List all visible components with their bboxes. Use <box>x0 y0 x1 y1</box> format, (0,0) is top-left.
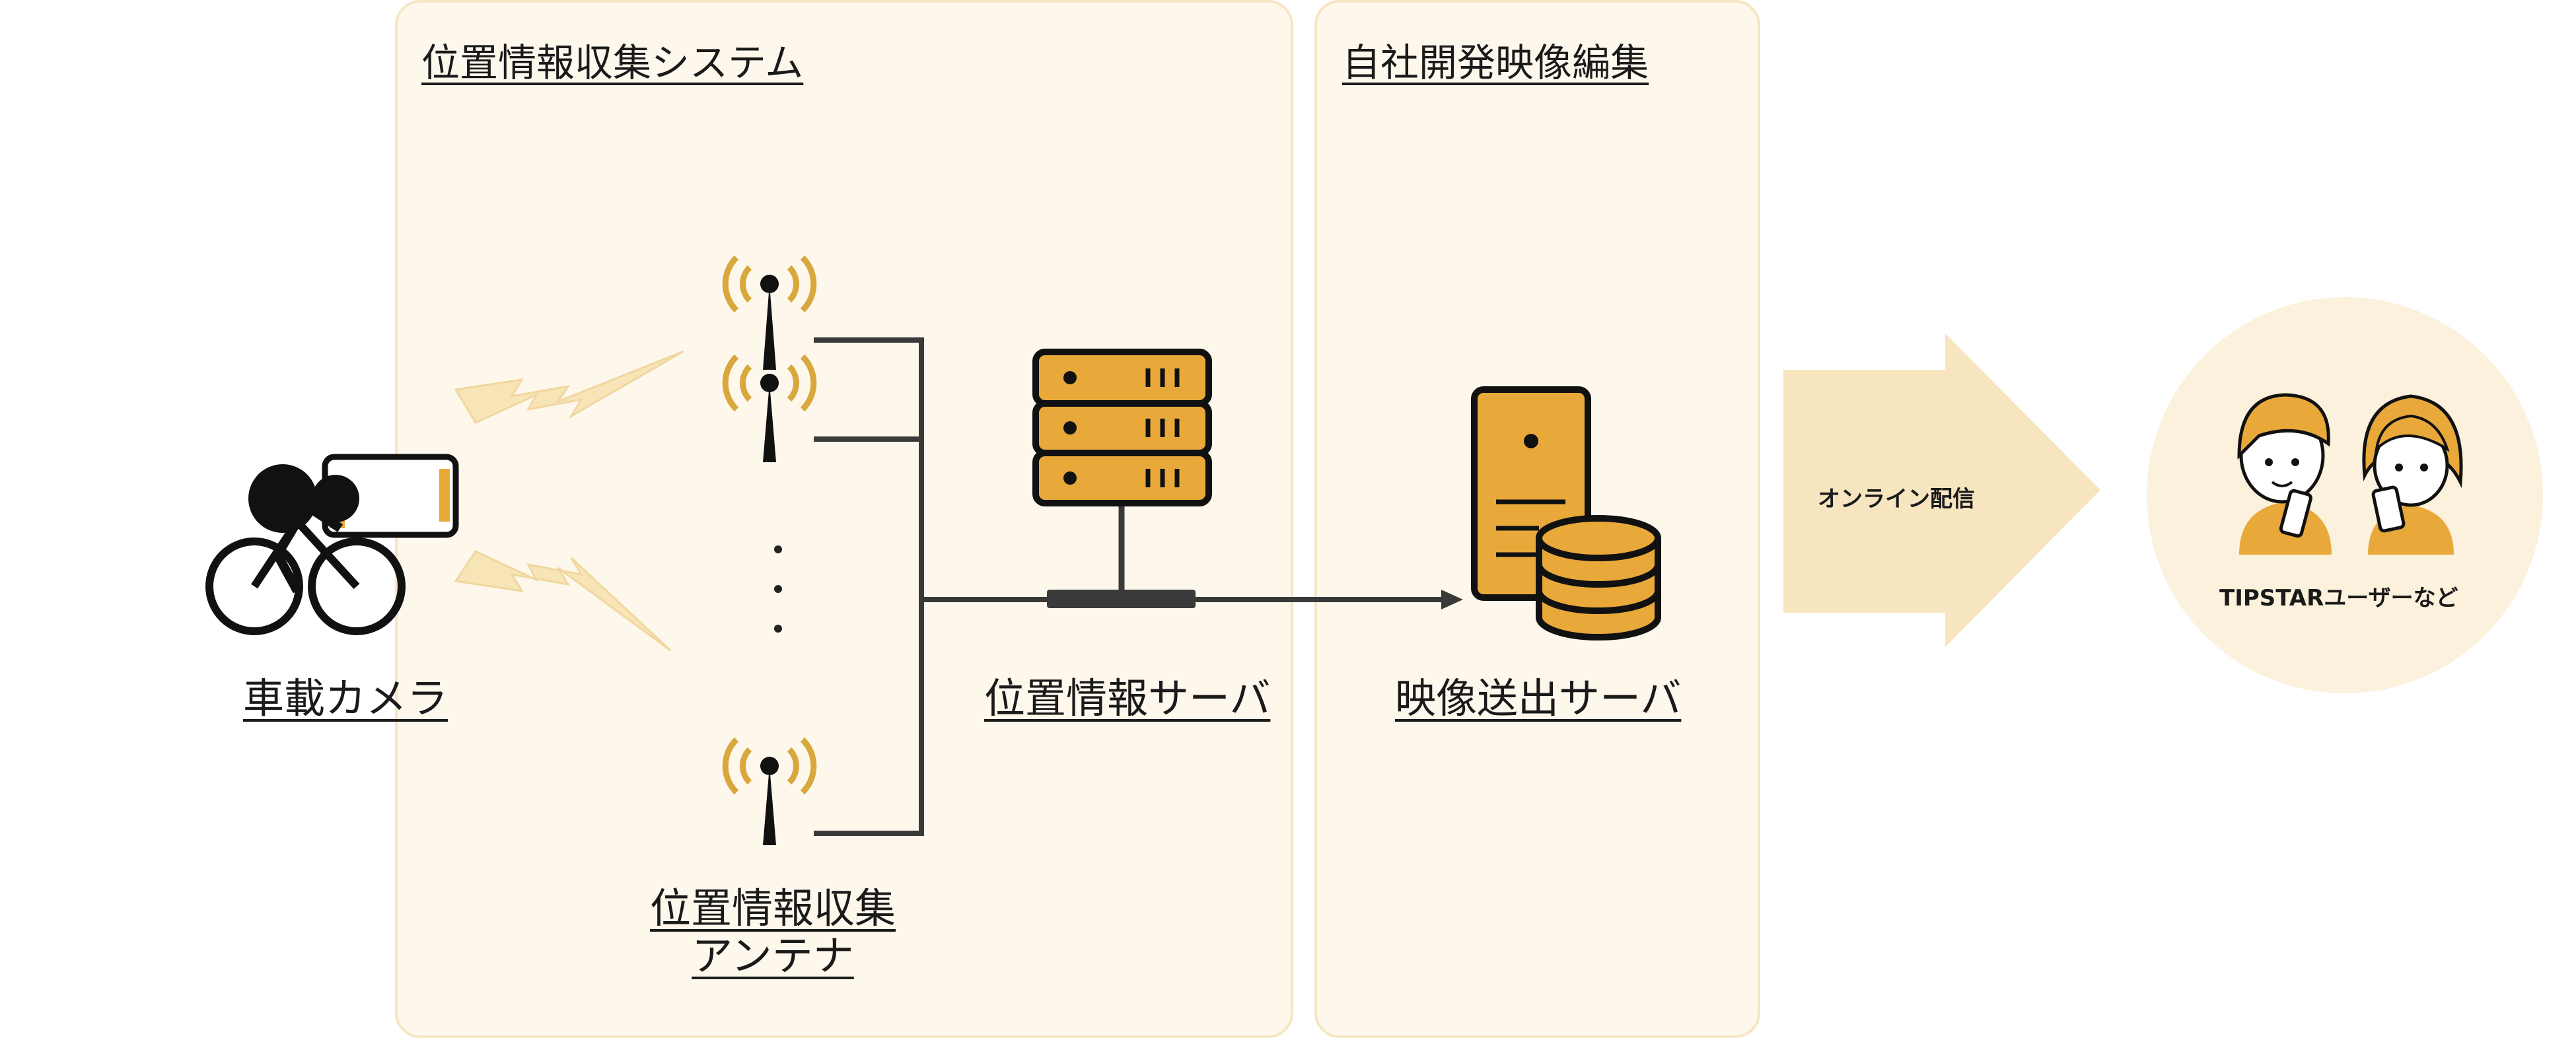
antenna-connection-lines <box>814 337 1450 836</box>
server-database-icon <box>1471 386 1661 640</box>
antenna-icon-3 <box>722 737 817 845</box>
location-server-label: 位置情報サーバ <box>984 674 1271 722</box>
video-server-label: 映像送出サーバ <box>1395 674 1682 722</box>
server-rack-icon <box>1032 349 1212 608</box>
ellipsis-dot-1 <box>774 545 782 553</box>
video-editing-title: 自社開発映像編集 <box>1342 40 1649 85</box>
collection-system-title: 位置情報収集システム <box>421 40 804 85</box>
antenna-label-line1: 位置情報収集 <box>649 884 896 932</box>
connection-arrowhead <box>1441 590 1463 609</box>
antenna-label-line2: アンテナ <box>692 932 854 980</box>
delivery-arrow <box>1783 333 2100 647</box>
collection-system-panel <box>395 0 1293 1038</box>
ellipsis-dot-3 <box>774 625 782 633</box>
camera-label: 車載カメラ <box>243 674 448 722</box>
antenna-icon-1 <box>722 255 817 370</box>
signal-bolt-lower <box>454 550 672 652</box>
antenna-label: 位置情報収集 アンテナ <box>641 885 905 980</box>
antenna-icon-2 <box>722 354 817 462</box>
ellipsis-dot-2 <box>774 585 782 593</box>
cyclist-with-camera-icon <box>205 454 459 635</box>
signal-bolt-upper <box>454 350 684 424</box>
users-label: TIPSTARユーザーなど <box>2219 585 2458 611</box>
users-with-phones-icon <box>2237 393 2463 555</box>
users-background-circle <box>2147 297 2543 693</box>
delivery-label: オンライン配信 <box>1818 486 1975 512</box>
